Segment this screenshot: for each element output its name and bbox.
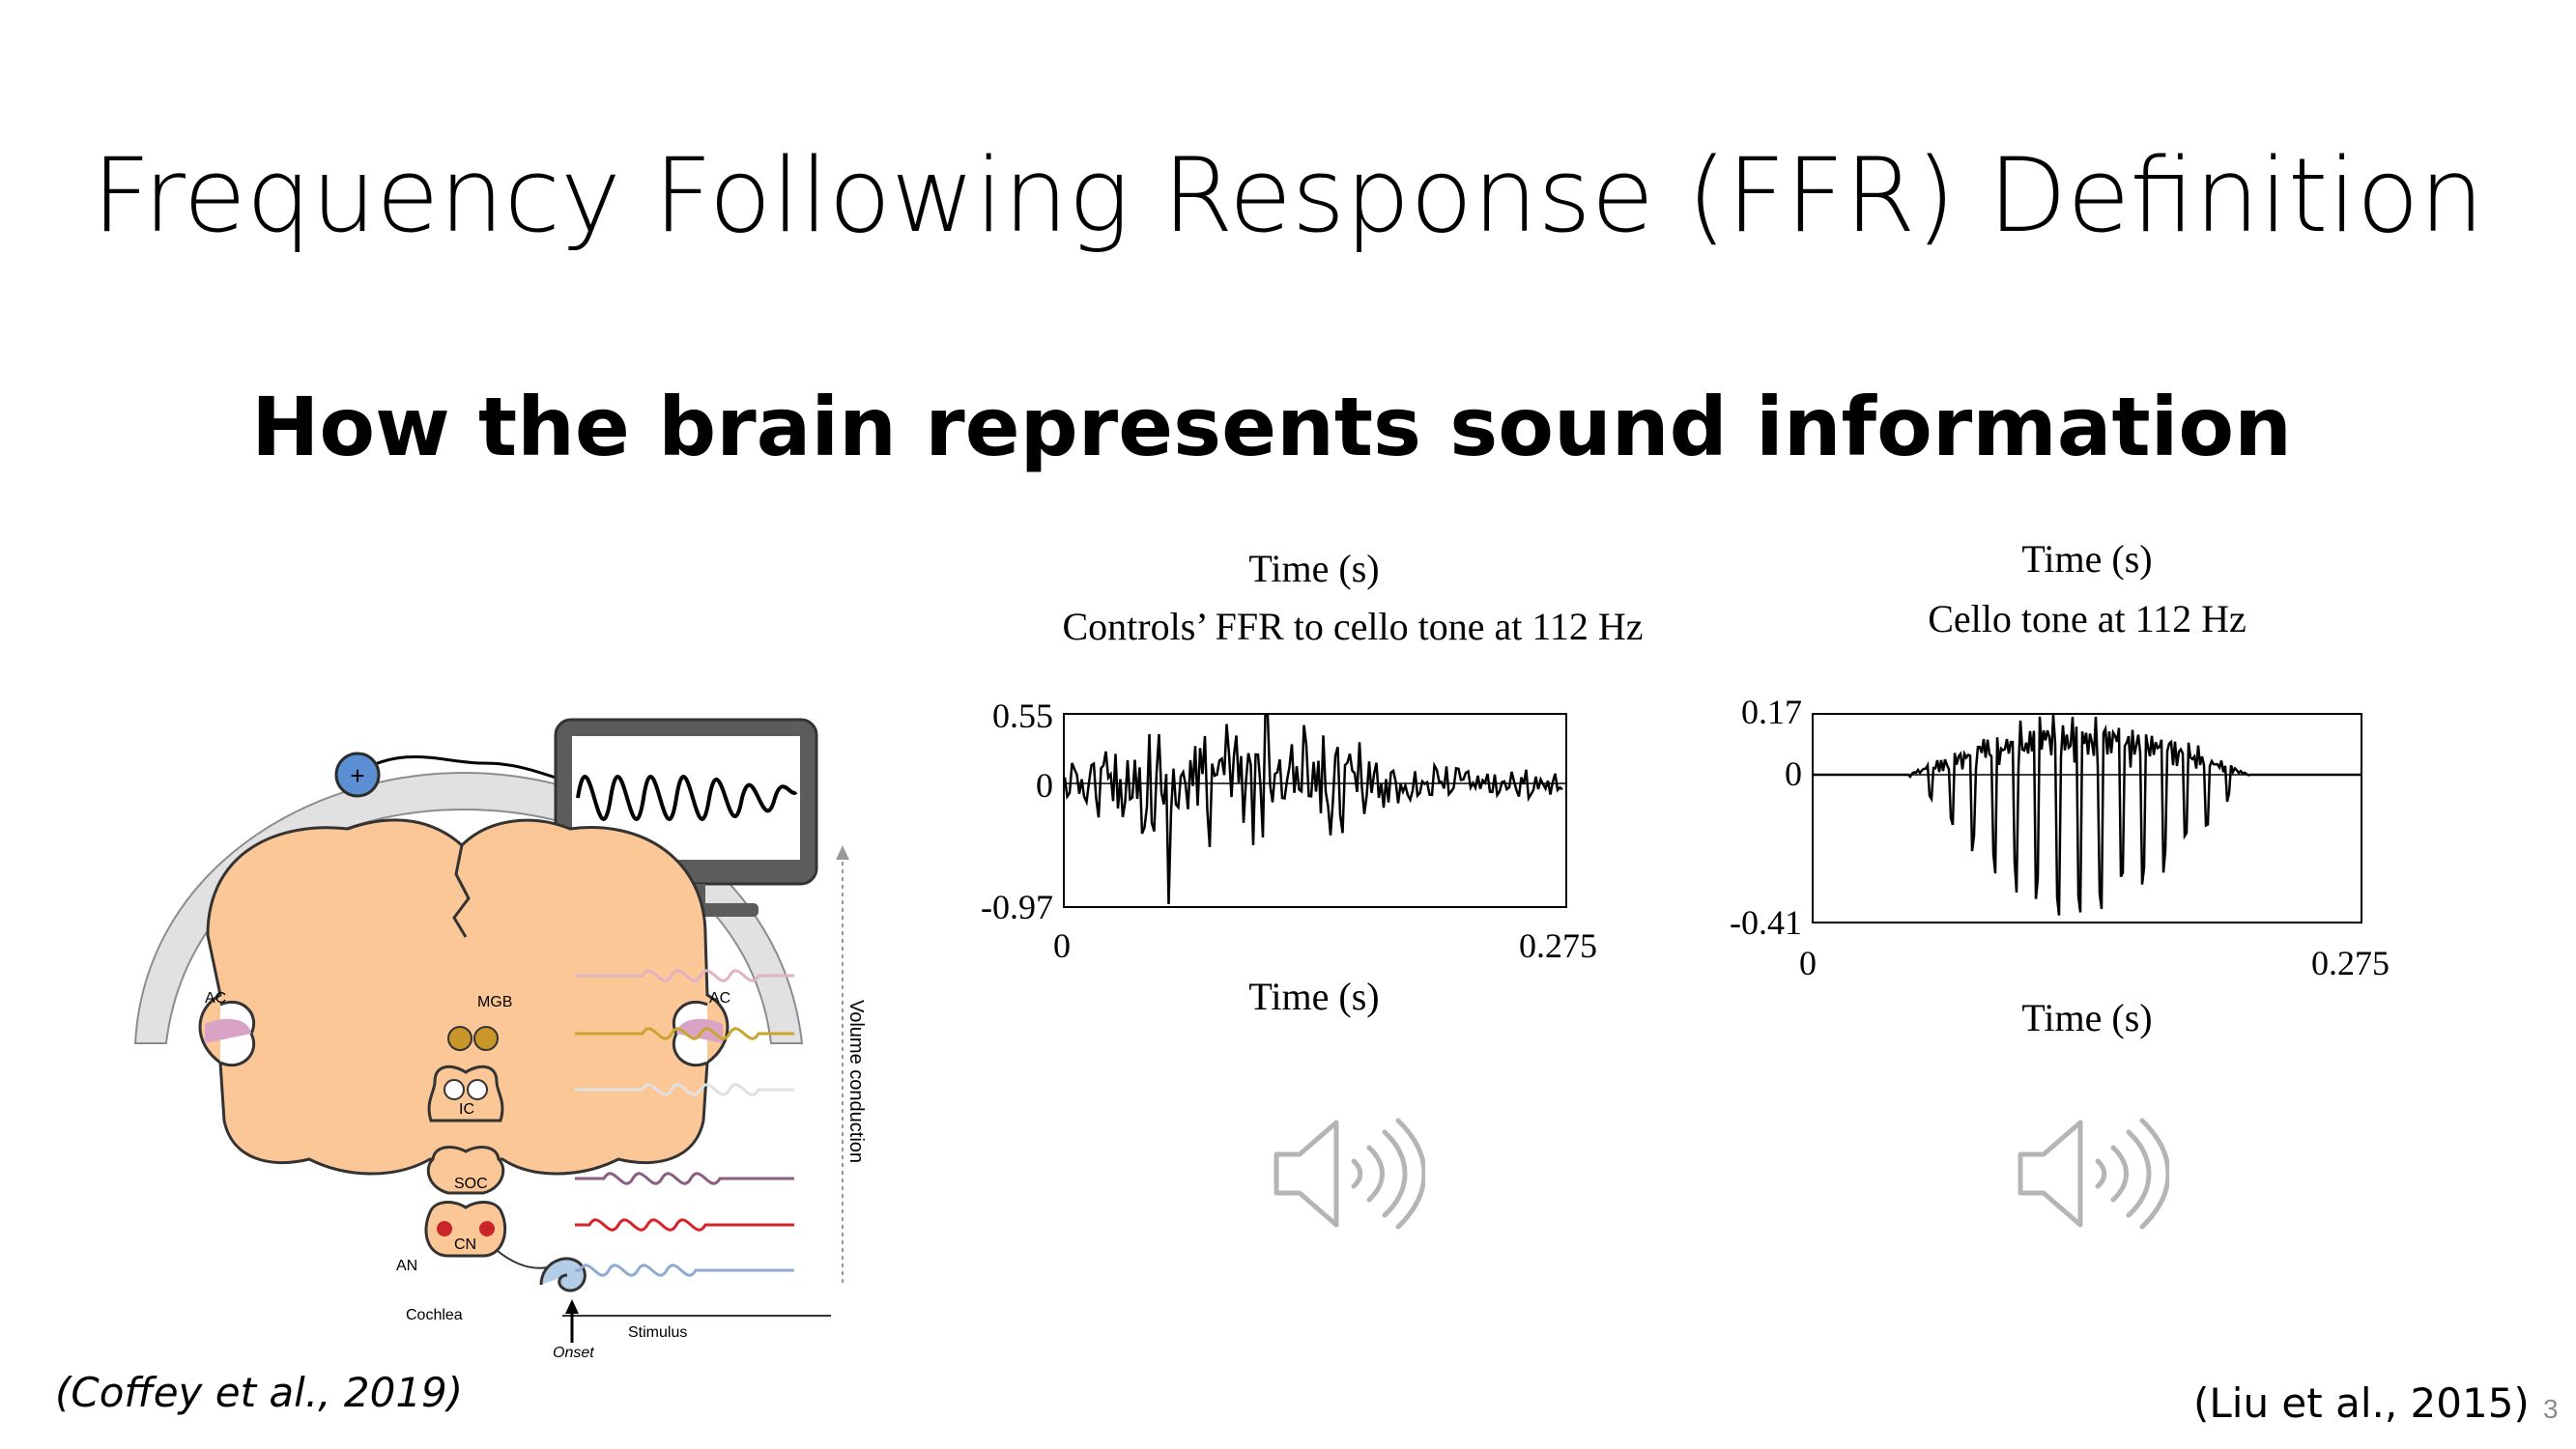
stim-top-time-label: Time (s) [2021, 537, 2153, 581]
citation-left: (Coffey et al., 2019) [55, 1369, 464, 1416]
stim-xtick-start: 0 [1799, 944, 1817, 982]
ffr-ytick-zero: 0 [1036, 766, 1053, 805]
slide-title: Frequency Following Response (FFR) Defin… [92, 136, 2484, 255]
ffr-ytick-min: -0.97 [981, 888, 1053, 926]
an-label: AN [396, 1258, 417, 1274]
cello-stimulus-plot [1812, 713, 2362, 923]
ffr-top-time-label: Time (s) [1248, 547, 1380, 590]
slide-subtitle: How the brain represents sound informati… [251, 380, 2292, 474]
speaker-icon[interactable] [1271, 1111, 1425, 1236]
ic-label: IC [459, 1101, 474, 1118]
stim-caption: Cello tone at 112 Hz [1928, 597, 2247, 640]
stim-x-axis-label: Time (s) [2021, 996, 2153, 1039]
stim-xtick-end: 0.275 [2311, 944, 2390, 982]
citation-right: (Liu et al., 2015) [2193, 1379, 2530, 1427]
ffr-ytick-max: 0.55 [992, 696, 1053, 735]
page-number: 3 [2543, 1394, 2559, 1424]
stimulus-label: Stimulus [628, 1324, 687, 1341]
stim-ytick-max: 0.17 [1741, 693, 1802, 731]
onset-label: Onset [553, 1345, 594, 1361]
ffr-x-axis-label: Time (s) [1248, 975, 1380, 1018]
ac-left-label: AC [205, 990, 226, 1007]
cochlea-icon [539, 1257, 587, 1293]
ffr-xtick-end: 0.275 [1519, 926, 1597, 965]
ffr-xtick-start: 0 [1053, 926, 1071, 965]
soc-label: SOC [454, 1176, 488, 1192]
stim-ytick-min: -0.41 [1730, 903, 1802, 942]
electrode-label: + [350, 761, 364, 790]
brain-cortex [198, 818, 730, 1176]
ffr-waveform-plot [1063, 713, 1567, 908]
mgb-label: MGB [477, 994, 512, 1010]
volume-conduction-label: Volume conduction [845, 1000, 867, 1163]
electrode-icon [334, 752, 381, 798]
speaker-icon[interactable] [2015, 1111, 2169, 1236]
ffr-generation-diagram: + AC MGB AC IC SOC CN AN Cochlea [133, 718, 867, 1361]
stim-ytick-zero: 0 [1785, 754, 1802, 793]
ffr-caption: Controls’ FFR to cello tone at 112 Hz [1062, 605, 1644, 648]
ac-right-label: AC [709, 990, 730, 1007]
cochlea-label: Cochlea [406, 1307, 463, 1323]
cn-label: CN [454, 1236, 476, 1253]
